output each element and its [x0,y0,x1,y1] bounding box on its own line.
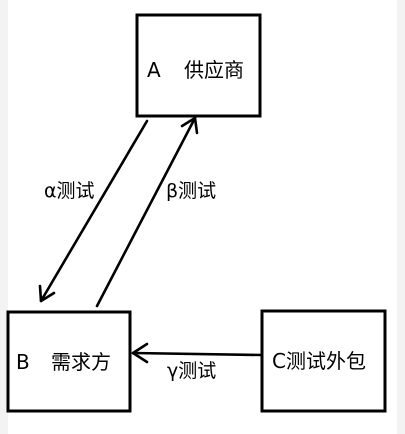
edge-gamma: γ测试 [131,342,264,382]
edge-beta-label: β测试 [166,180,216,202]
node-c: C测试外包 [260,309,387,413]
node-b-letter: B [16,350,30,374]
edge-beta-line [95,116,197,308]
edge-beta: β测试 [95,116,216,308]
node-c-box [260,309,387,413]
edge-gamma-line [131,351,264,357]
edge-gamma-arrowhead-icon [131,342,149,364]
node-b: B 需求方 [6,310,132,413]
node-a: A 供应商 [135,13,262,118]
node-a-letter: A [147,58,161,82]
edge-alpha-arrowhead-icon [38,284,56,303]
node-a-label: 供应商 [184,58,244,82]
edge-alpha-line [39,119,149,303]
node-a-box [135,13,262,118]
edge-beta-arrowhead-icon [180,116,199,135]
edge-alpha: α测试 [38,119,149,303]
edge-gamma-label: γ测试 [167,360,216,382]
edge-alpha-label: α测试 [44,180,95,202]
node-c-label: C测试外包 [272,349,366,373]
node-b-box [6,310,132,413]
node-b-label: 需求方 [51,350,111,374]
